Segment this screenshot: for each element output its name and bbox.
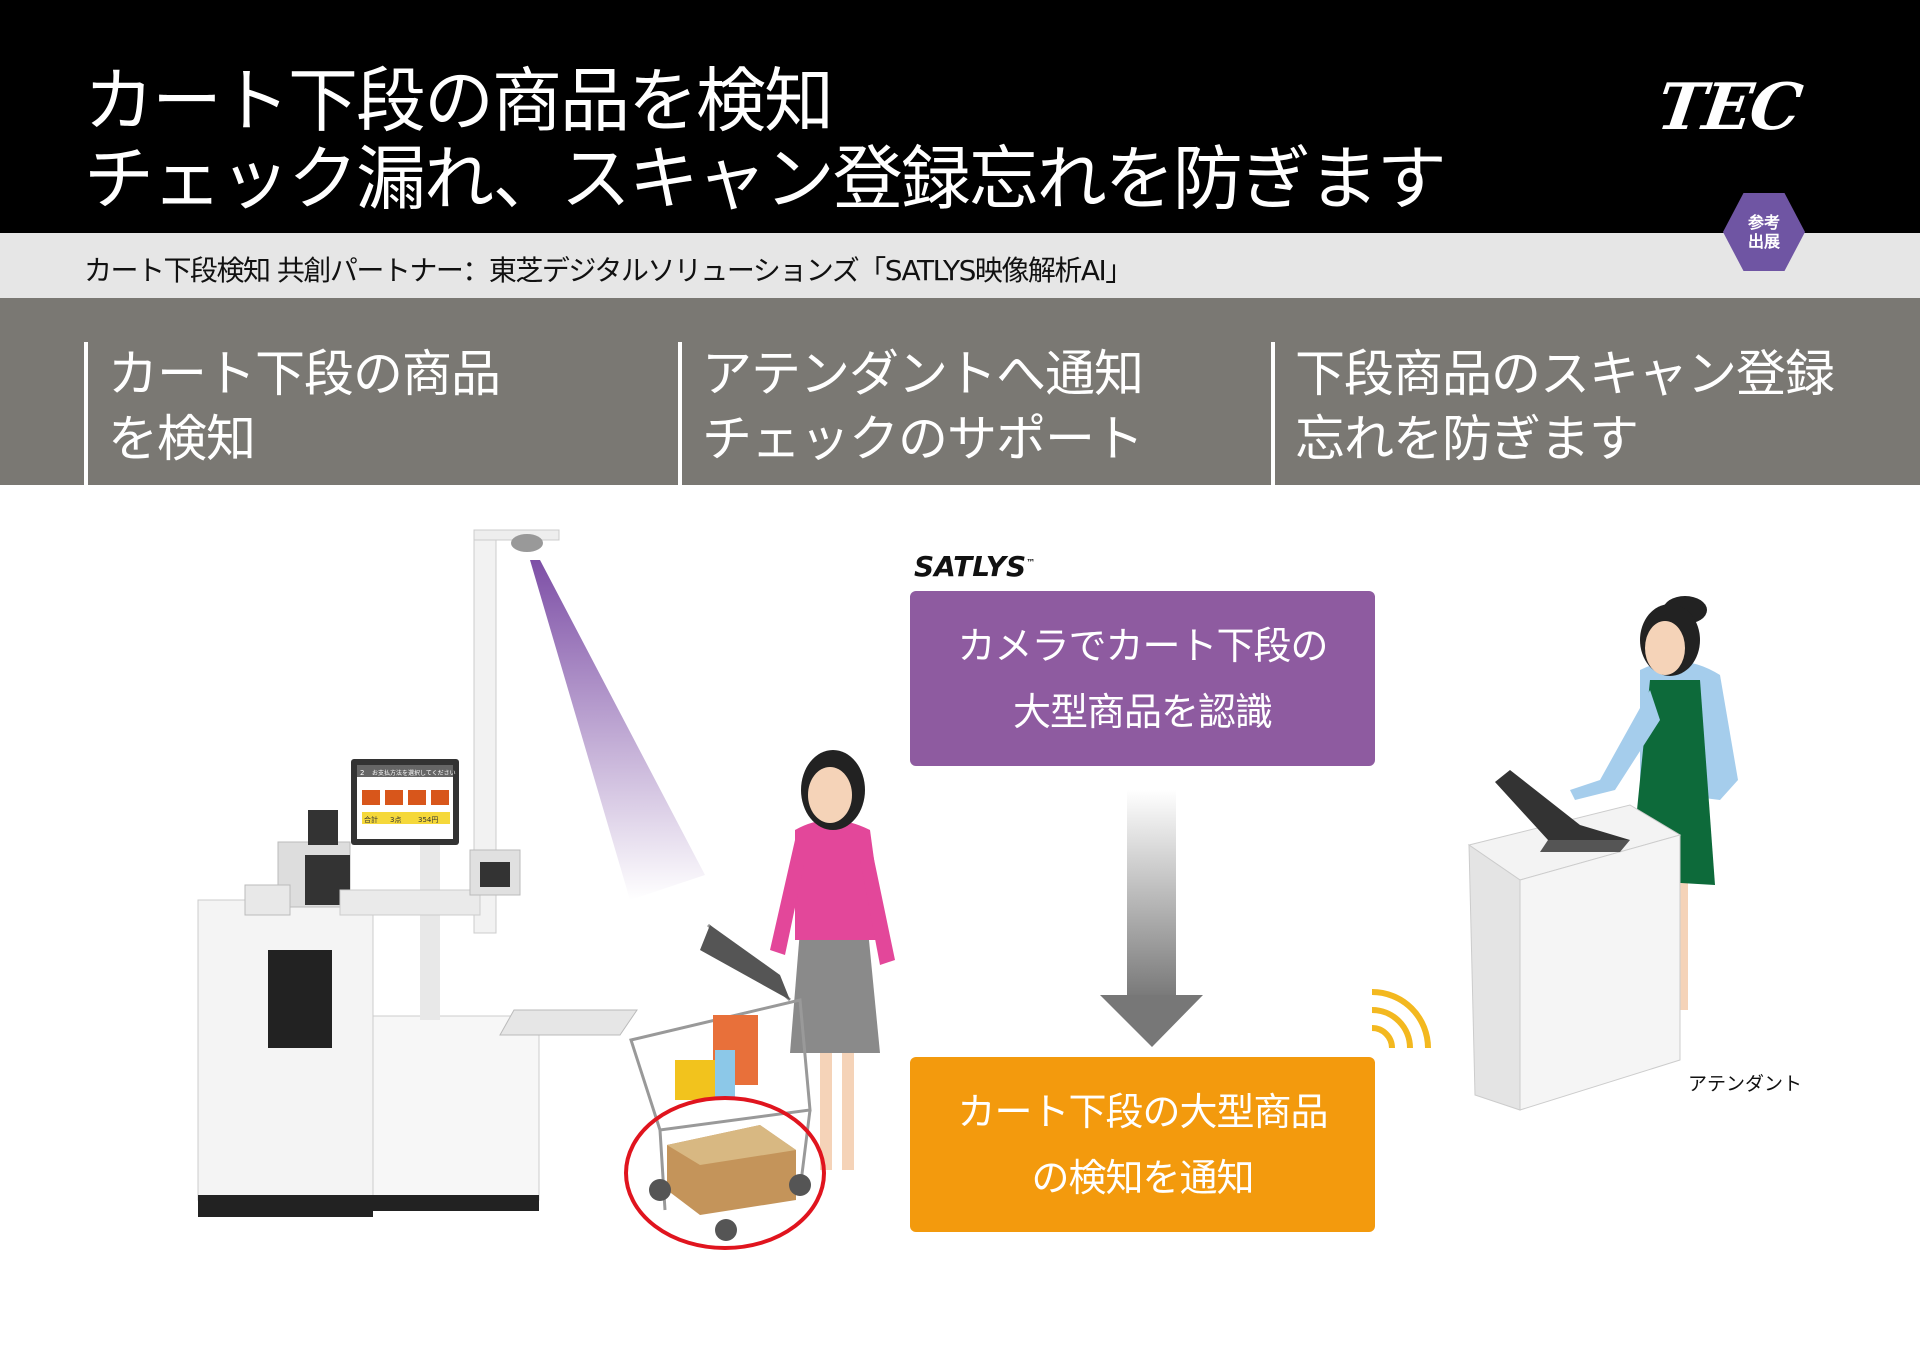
wireless-signal-icon <box>1371 989 1431 1049</box>
self-checkout-kiosk: 2 お支払方法を選択してください 合計 3点 354円 <box>197 529 638 1217</box>
step-notify: カート下段の大型商品の検知を通知 <box>910 1057 1375 1232</box>
kiosk-total-label: 合計 <box>364 815 378 824</box>
kiosk-step: 2 <box>360 769 364 777</box>
attendant <box>1467 596 1738 1111</box>
satlys-logo: SATLYS™ <box>914 550 1036 583</box>
feature-1: カート下段の商品を検知 <box>84 342 501 485</box>
shopping-cart <box>629 923 812 1241</box>
kiosk-count: 3点 <box>390 816 401 824</box>
kiosk-amount: 354円 <box>418 816 438 824</box>
header: カート下段の商品を検知 チェック漏れ、スキャン登録忘れを防ぎます TEC <box>0 0 1920 233</box>
feature-2: アテンダントへ通知チェックのサポート <box>678 342 1144 485</box>
camera-icon <box>511 534 543 552</box>
highlight-ring <box>624 1096 826 1250</box>
subtitle: カート下段検知 共創パートナー：東芝デジタルソリューションズ「SATLYS映像解… <box>84 254 1133 287</box>
feature-3: 下段商品のスキャン登録忘れを防ぎます <box>1271 342 1835 485</box>
down-arrow-icon <box>1100 790 1203 1047</box>
subtitle-bar: カート下段検知 共創パートナー：東芝デジタルソリューションズ「SATLYS映像解… <box>0 233 1920 298</box>
shopper <box>770 750 895 1170</box>
feature-band: カート下段の商品を検知 アテンダントへ通知チェックのサポート 下段商品のスキャン… <box>0 298 1920 485</box>
attendant-label: アテンダント <box>1688 1073 1803 1095</box>
camera-view-cone <box>530 560 705 900</box>
step-recognize: カメラでカート下段の大型商品を認識 <box>910 591 1375 766</box>
kiosk-prompt: お支払方法を選択してください <box>372 769 456 777</box>
laptop-icon <box>1495 770 1630 840</box>
page-title: カート下段の商品を検知 チェック漏れ、スキャン登録忘れを防ぎます <box>84 60 1447 220</box>
